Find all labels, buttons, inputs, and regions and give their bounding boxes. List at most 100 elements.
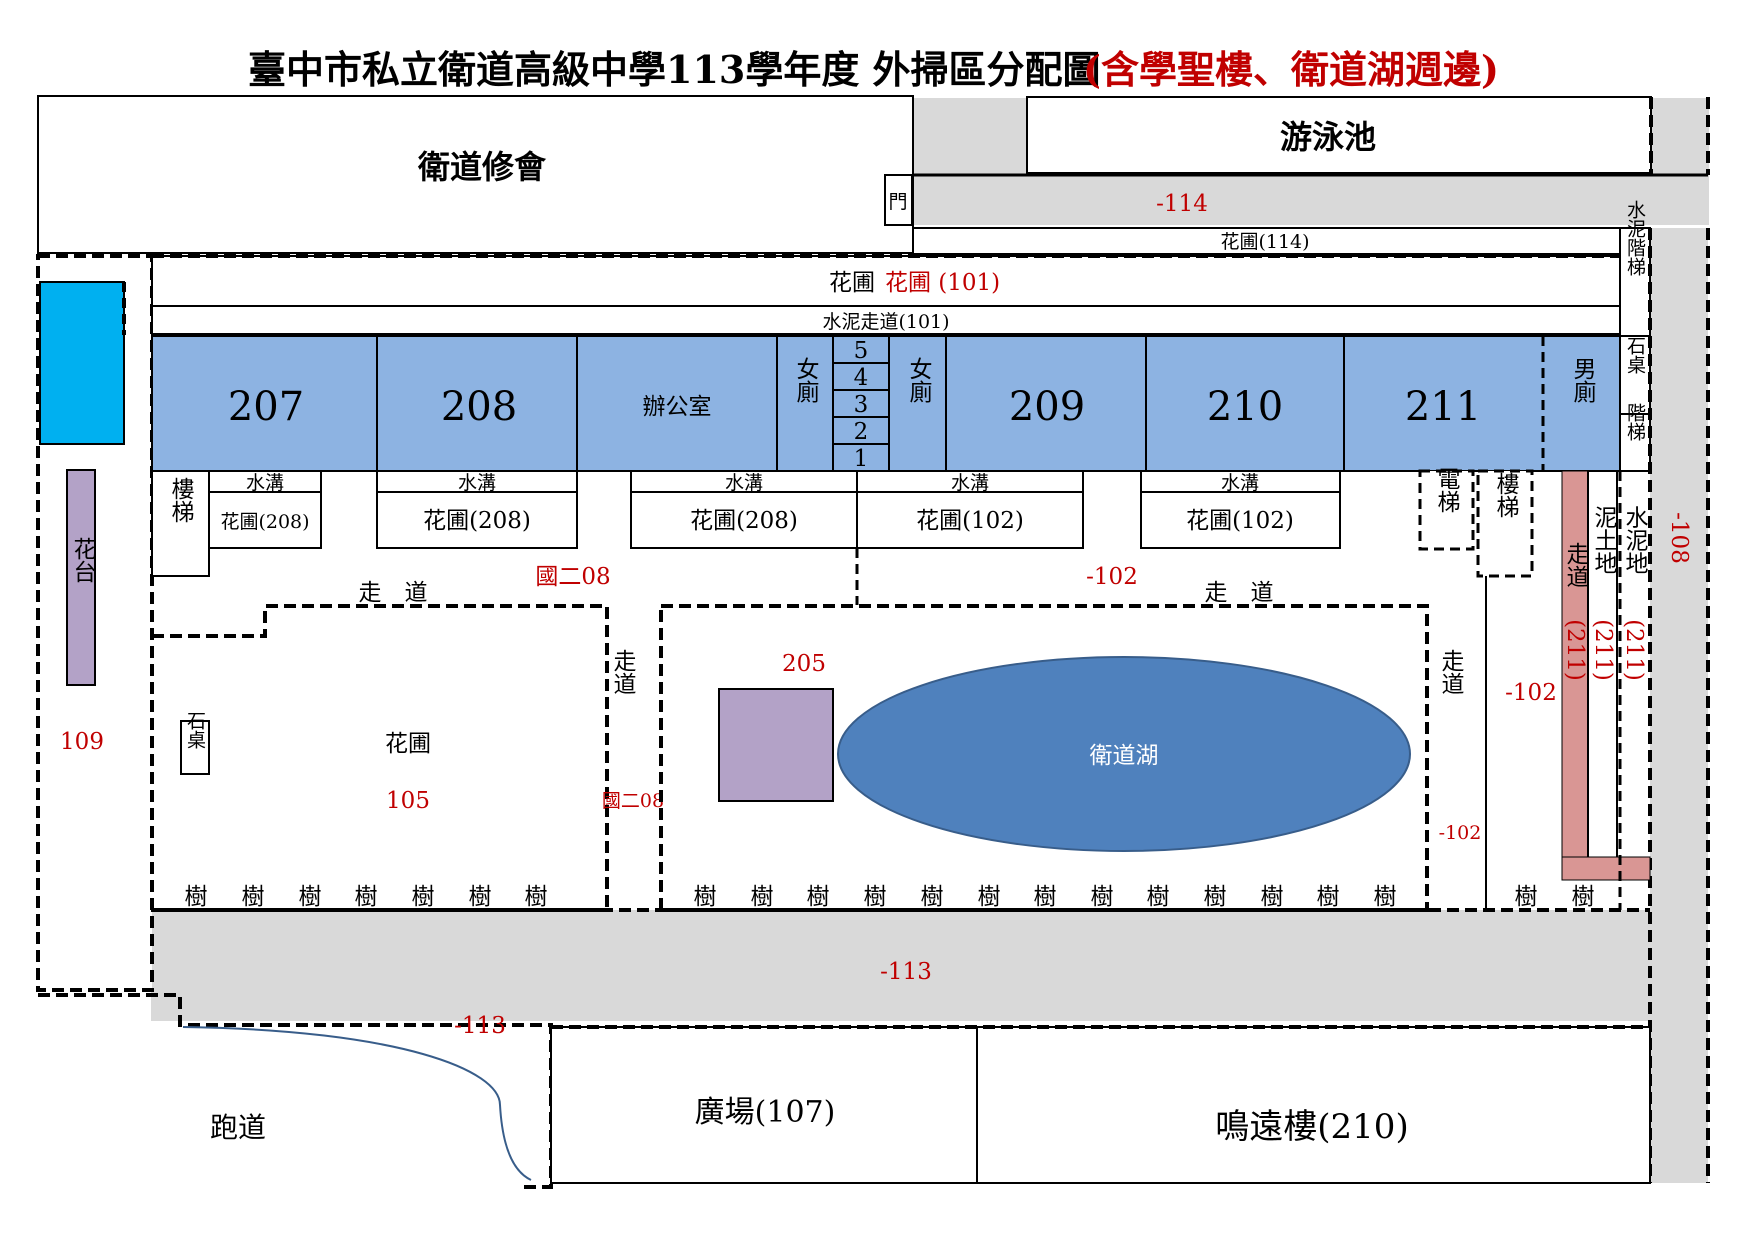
gray-road-top [913, 98, 1027, 175]
tree-label: 樹 [1317, 884, 1340, 910]
road-113 [151, 910, 1650, 1021]
stone-table-label: 石桌 [184, 711, 206, 749]
cement-stairs-label: 水泥階梯 [1624, 200, 1646, 276]
mud-label: 泥土地 [1590, 506, 1618, 575]
corridor-right-label: 走 道 [1205, 580, 1274, 606]
zone-205-label: 205 [782, 651, 826, 677]
mud-zone-label: (211) [1590, 619, 1616, 681]
tree-label: 樹 [1091, 884, 1114, 910]
garden-114-label: 花圃(114) [1220, 231, 1309, 253]
walkway-101-label: 水泥走道(101) [822, 311, 949, 333]
garden-208-b-label: 花圃(208) [423, 508, 531, 534]
map-subtitle: (含學聖樓、衛道湖週邊) [1083, 47, 1499, 92]
tree-label: 樹 [1374, 884, 1397, 910]
step-4: 4 [854, 365, 869, 391]
road-114 [913, 175, 1709, 225]
room-209: 209 [1009, 384, 1085, 430]
purple-block-205 [718, 688, 834, 802]
stair-steps: 5 4 3 2 1 [833, 338, 889, 472]
map-title: 臺中市私立衛道高級中學113學年度 外掃區分配圖 [248, 47, 1101, 92]
zone-114-label: -114 [1156, 191, 1208, 217]
walkway-211-label: (211) [1562, 619, 1588, 681]
pool-label: 游泳池 [1280, 118, 1376, 156]
garden-101-text: 花圃 [829, 270, 875, 296]
right-stairs-label: 階梯 [1624, 403, 1646, 441]
planter-label: 花台 [69, 537, 96, 583]
tree-label: 樹 [694, 884, 717, 910]
track-curve [182, 1026, 532, 1181]
stairs-left-box [151, 470, 210, 577]
zone-105-label: 105 [386, 788, 430, 814]
garden-102-a [856, 491, 1084, 549]
walkway-211-foot [1561, 856, 1651, 881]
garden-208-c [630, 491, 858, 549]
zone-102-bottom-label: -102 [1439, 822, 1482, 844]
tree-label: 樹 [355, 884, 378, 910]
garden-102-b [1140, 491, 1341, 549]
female-wc-left-label: 女廁 [792, 357, 820, 403]
elevator-box [1418, 469, 1475, 551]
garden-102-a-label: 花圃(102) [916, 508, 1024, 534]
garden-208-c-label: 花圃(208) [690, 508, 798, 534]
room-207: 207 [228, 384, 304, 430]
ditch-1-label: 水溝 [246, 472, 284, 494]
tree-label: 樹 [1261, 884, 1284, 910]
tree-label: 樹 [921, 884, 944, 910]
garden-105-region [152, 604, 609, 912]
bottom-buildings [550, 1026, 1651, 1184]
cement-label: 水泥地 [1621, 506, 1649, 575]
plaza-label: 廣場(107) [695, 1095, 836, 1130]
ditch-5-label: 水溝 [1221, 472, 1259, 494]
garden-101-label: 花圃 (101) [885, 270, 1000, 296]
ditch-3-label: 水溝 [725, 472, 763, 494]
tree-label: 樹 [185, 884, 208, 910]
cement-zone-label: (211) [1621, 619, 1647, 681]
zone-102-right-label: -102 [1505, 680, 1557, 706]
tree-label: 樹 [1147, 884, 1170, 910]
stone-table-box [180, 720, 210, 775]
tree-label: 樹 [1204, 884, 1227, 910]
zone-108-label: -108 [1666, 512, 1692, 564]
garden-208-b [376, 491, 578, 549]
corridor-left-label: 走 道 [359, 580, 428, 606]
tree-label: 樹 [242, 884, 265, 910]
corridor-mid-zone-label: 國二08 [602, 790, 664, 812]
ditch-2-label: 水溝 [458, 472, 496, 494]
garden-102-b-label: 花圃(102) [1186, 508, 1294, 534]
room-211: 211 [1405, 384, 1481, 430]
road-108 [1650, 228, 1708, 1183]
corridor-right-vert-label: 走道 [1437, 649, 1465, 695]
gate-label: 門 [888, 191, 907, 213]
pool-building [1026, 96, 1652, 174]
track-boundary [38, 993, 553, 1189]
gray-road-right-top [1649, 98, 1709, 175]
tree-label: 樹 [1515, 884, 1538, 910]
zone-109-label: 109 [60, 729, 104, 755]
tree-label: 樹 [525, 884, 548, 910]
gate-box [884, 174, 913, 226]
zone-113-label: -113 [880, 959, 932, 985]
garden-208-a [208, 491, 322, 549]
elevator-label: 電梯 [1433, 467, 1461, 513]
stairs-right-label: 樓梯 [1492, 472, 1520, 518]
tree-label: 樹 [1572, 884, 1595, 910]
step-3: 3 [854, 392, 869, 418]
walkway-101 [151, 305, 1621, 335]
classroom-row [151, 335, 1621, 472]
tree-label: 樹 [469, 884, 492, 910]
mingyuan-label: 鳴遠樓(210) [1215, 1107, 1408, 1147]
room-210: 210 [1207, 384, 1283, 430]
tree-row: 樹樹樹樹樹樹樹樹樹樹樹樹樹樹樹樹樹樹樹樹樹樹 [185, 884, 1595, 910]
blue-block [39, 281, 125, 445]
garden-101 [151, 255, 1621, 307]
office-label: 辦公室 [643, 394, 712, 420]
tree-label: 樹 [1034, 884, 1057, 910]
stairs-left-label: 樓梯 [167, 477, 195, 523]
ditch-4-label: 水溝 [951, 472, 989, 494]
tree-label: 樹 [807, 884, 830, 910]
garden-105-text: 花圃 [385, 731, 431, 757]
tree-label: 樹 [751, 884, 774, 910]
walkway-211-text: 走道 [1562, 542, 1590, 588]
stone-table-right-label: 石桌 [1624, 336, 1646, 374]
